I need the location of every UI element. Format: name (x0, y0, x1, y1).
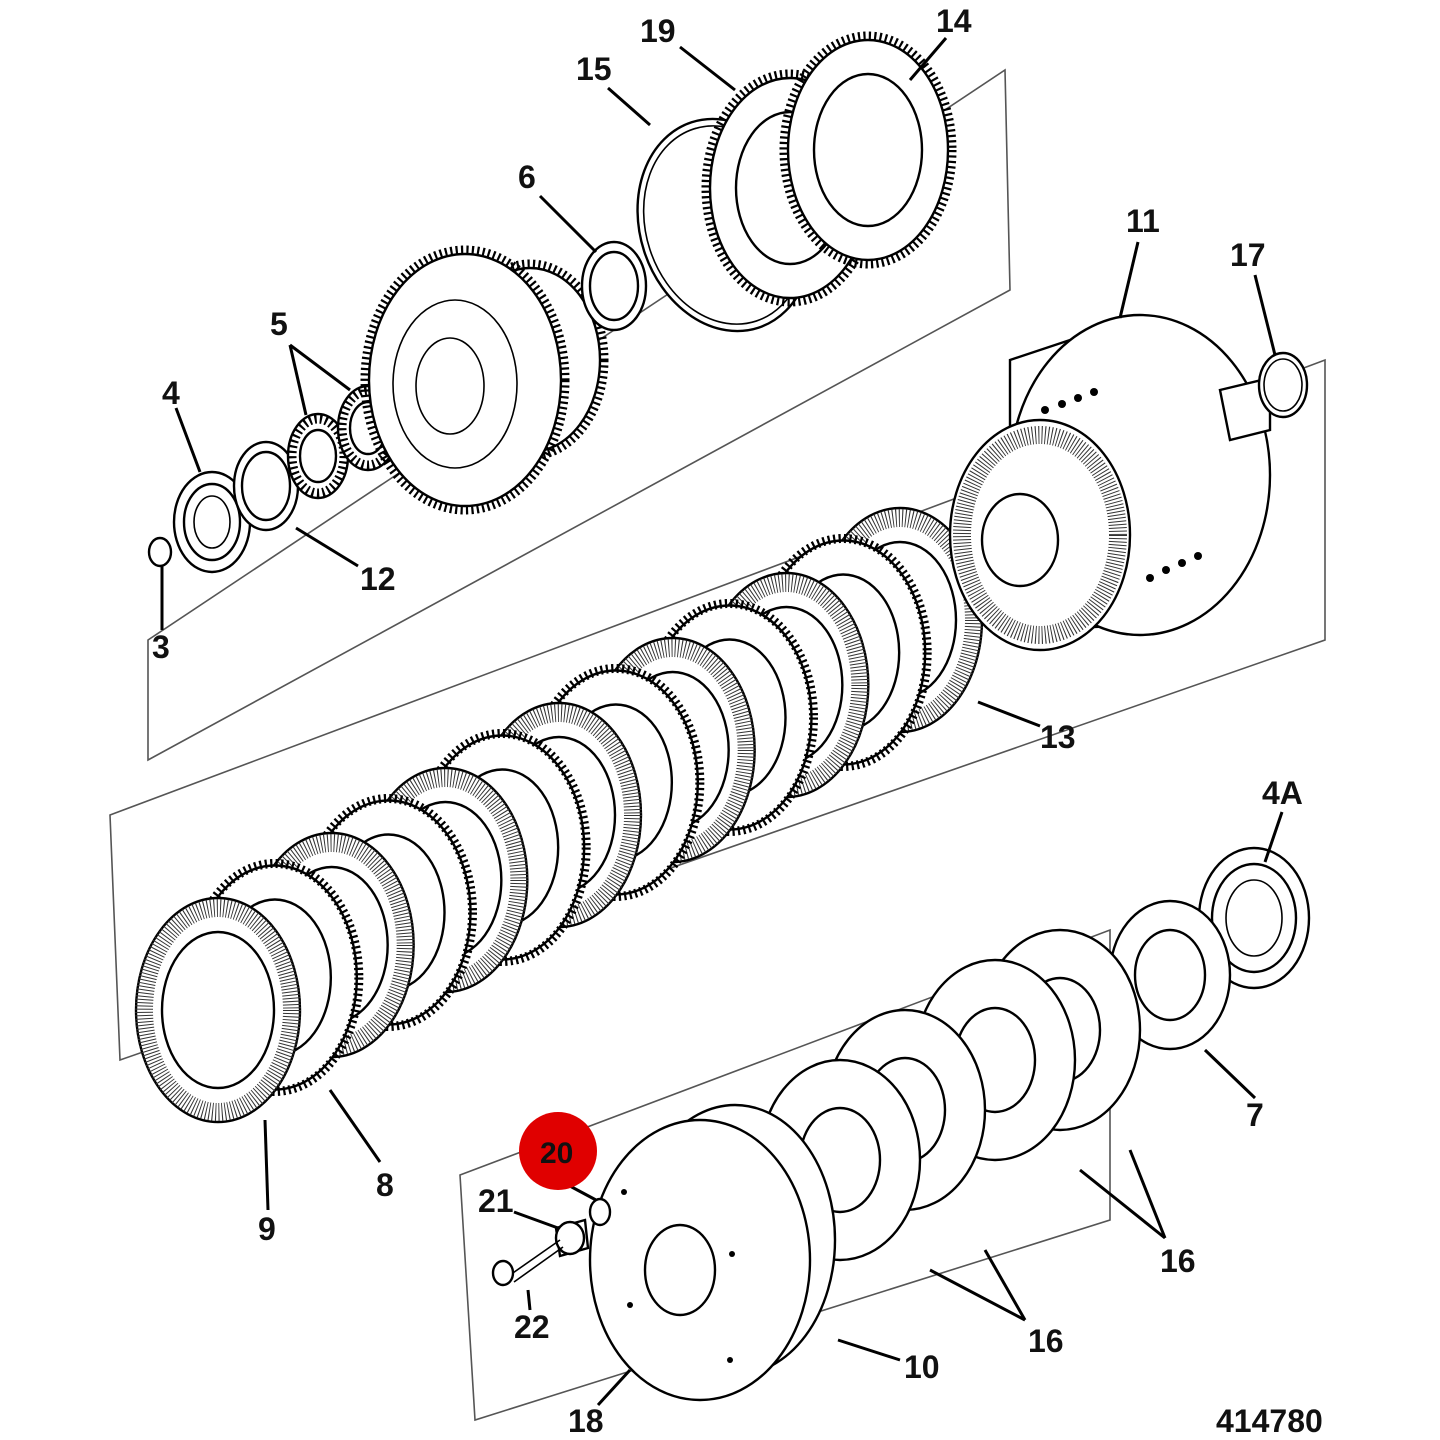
callout-7: 7 (1246, 1097, 1264, 1133)
piston-18 (588, 1118, 812, 1402)
callout-6: 6 (518, 159, 536, 195)
callout-16-lower: 16 (1028, 1323, 1064, 1359)
callout-5: 5 (270, 306, 288, 342)
callout-11: 11 (1126, 203, 1160, 239)
callout-22: 22 (514, 1309, 550, 1345)
snap-ring-3 (147, 536, 173, 568)
callout-19: 19 (640, 13, 676, 49)
needle-bearing-5a (286, 412, 350, 500)
drawing-number: 414780 (1216, 1403, 1323, 1439)
highlight-marker (519, 1112, 597, 1190)
callout-3: 3 (152, 629, 170, 665)
o-ring-20 (588, 1197, 612, 1227)
seal-ring-17 (1257, 351, 1309, 419)
callout-4: 4 (162, 375, 180, 411)
highlight-callout-20[interactable]: 20 (519, 1112, 597, 1190)
clutch-disc (134, 896, 302, 1124)
callout-15: 15 (576, 51, 612, 87)
callout-13: 13 (1040, 719, 1076, 755)
callout-21: 21 (478, 1183, 514, 1219)
leader-lines (160, 37, 1284, 1407)
sleeve-21 (554, 1218, 590, 1258)
thrust-washer-6 (580, 240, 648, 332)
nut-7 (1108, 899, 1232, 1051)
clutch-drum-11 (948, 313, 1272, 652)
callout-20: 20 (540, 1137, 573, 1170)
callout-14: 14 (936, 3, 972, 39)
gear-cluster (360, 245, 609, 515)
callout-12: 12 (360, 561, 396, 597)
callout-8: 8 (376, 1167, 394, 1203)
clutch-plate-14 (779, 31, 957, 269)
callout-18: 18 (568, 1403, 604, 1439)
callout-4A: 4A (1262, 775, 1303, 811)
callout-16-upper: 16 (1160, 1243, 1196, 1279)
callout-10: 10 (904, 1349, 940, 1385)
callout-17: 17 (1230, 237, 1266, 273)
bolt-22 (491, 1239, 564, 1287)
clutch-disc-pack (134, 506, 984, 1124)
callout-9: 9 (258, 1211, 276, 1247)
